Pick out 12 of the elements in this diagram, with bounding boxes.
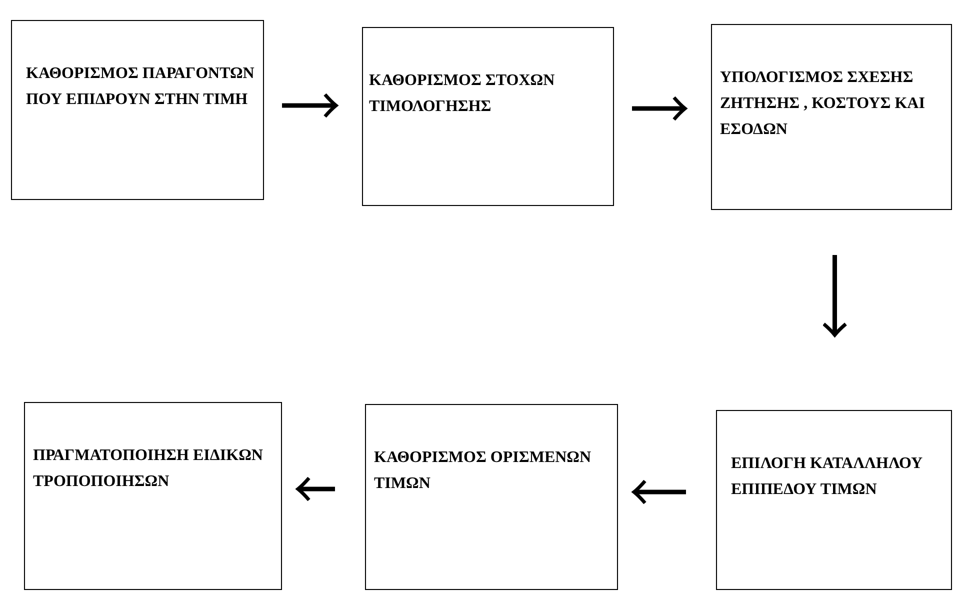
process-box	[365, 404, 618, 590]
process-box	[716, 410, 952, 590]
process-box	[362, 27, 614, 206]
box-text: ΚΑΘΟΡΙΣΜΟΣ ΣΤΟΧΩΝ ΤΙΜΟΛΟΓΗΣΗΣ	[369, 71, 556, 117]
box-text: ΕΠΙΛΟΓΗ ΚΑΤΑΛΛΗΛΟΥ ΕΠΙΠΕΔΟΥ ΤΙΜΩΝ	[731, 454, 924, 500]
box-text: ΠΡΑΓΜΑΤΟΠΟΙΗΣΗ ΕΙΔΙΚΩΝ ΤΡΟΠΟΠΟΙΗΣΩΝ	[33, 446, 264, 492]
process-box	[711, 24, 952, 210]
process-box	[11, 20, 264, 200]
box-text: ΥΠΟΛΟΓΙΣΜΟΣ ΣΧΕΣΗΣ ΖΗΤΗΣΗΣ , ΚΟΣΤΟΥΣ ΚΑΙ ΕΣΟΔΩΝ	[720, 68, 926, 140]
box-text: ΚΑΘΟΡΙΣΜΟΣ ΠΑΡΑΓΟΝΤΩΝ ΠΟΥ ΕΠΙΔΡΟΥΝ ΣΤΗΝ ΤΙΜΗ	[26, 64, 255, 110]
process-box	[24, 402, 282, 590]
box-text: ΚΑΘΟΡΙΣΜΟΣ ΟΡΙΣΜΕΝΩΝ ΤΙΜΩΝ	[374, 448, 592, 494]
